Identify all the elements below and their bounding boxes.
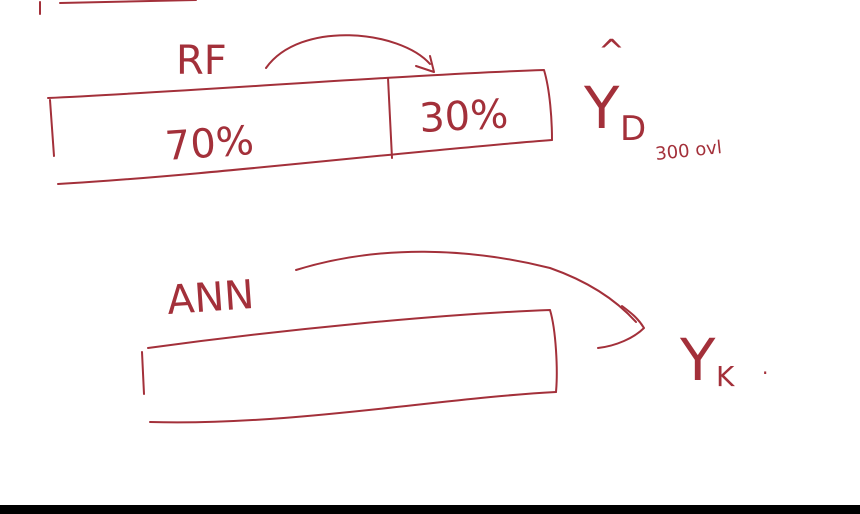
split-box-bottom-edge bbox=[57, 139, 553, 185]
rf-arrow-head bbox=[415, 55, 435, 73]
y-d-output-label: Y bbox=[583, 74, 620, 142]
ann-label: ANN bbox=[165, 272, 255, 324]
ann-box-bottom-edge bbox=[149, 391, 557, 424]
ann-arrow-curve bbox=[295, 250, 637, 323]
top-edge-line bbox=[59, 0, 197, 4]
split-box-top-edge bbox=[47, 69, 553, 141]
ann-arrow-head bbox=[597, 305, 645, 349]
rf-arrow-curve bbox=[265, 34, 431, 69]
y-k-output-label: Y bbox=[679, 326, 716, 394]
ann-box-left-edge bbox=[141, 351, 145, 395]
y-k-note: . bbox=[762, 355, 768, 379]
train-split-label: 70% bbox=[163, 118, 255, 170]
y-hat-symbol: ^ bbox=[598, 32, 625, 70]
y-d-note: 300 ovl bbox=[654, 137, 723, 165]
y-k-subscript: K bbox=[716, 360, 735, 393]
ann-box-top-edge bbox=[147, 309, 558, 393]
split-divider bbox=[387, 77, 393, 159]
bottom-black-bar bbox=[0, 505, 860, 514]
y-d-subscript: D bbox=[620, 109, 646, 149]
rf-label: RF bbox=[176, 38, 227, 84]
test-split-label: 30% bbox=[418, 91, 509, 142]
split-box-left-edge bbox=[49, 99, 55, 157]
